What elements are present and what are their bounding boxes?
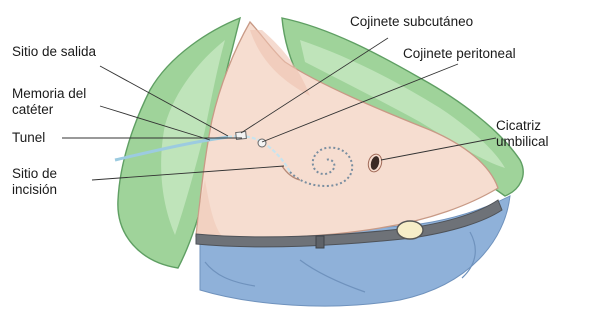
label-incision-site: Sitio de incisión (12, 166, 57, 198)
label-exit-site: Sitio de salida (12, 44, 96, 60)
label-peritoneal-cuff: Cojinete peritoneal (403, 46, 516, 62)
label-tunnel: Tunel (12, 130, 45, 146)
label-catheter-memory: Memoria del catéter (12, 86, 86, 118)
belt-loop (316, 236, 324, 248)
peritoneal-cuff (258, 139, 266, 147)
belt-button (397, 221, 423, 239)
label-subcutaneous-cuff: Cojinete subcutáneo (350, 14, 473, 30)
label-umbilical-scar: Cicatriz umbilical (496, 118, 549, 150)
